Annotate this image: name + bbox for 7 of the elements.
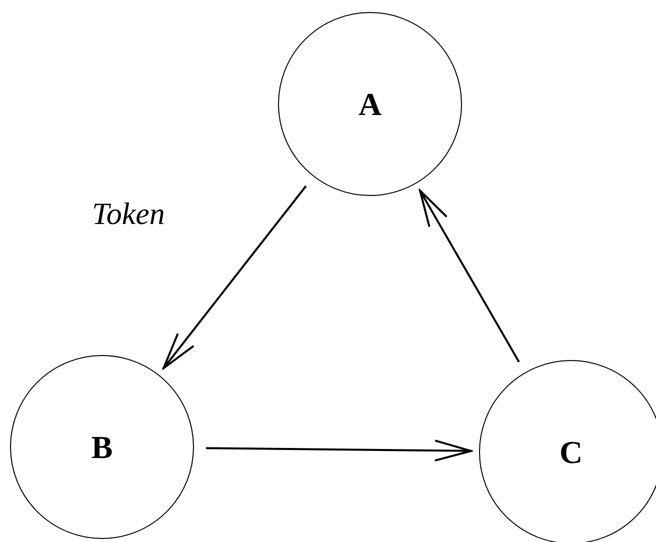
node-label: C	[559, 434, 583, 470]
edge-label: Token	[92, 196, 165, 232]
arrow	[206, 440, 472, 462]
node-label: A	[358, 86, 382, 122]
node-label: B	[91, 428, 113, 466]
arrow	[162, 185, 307, 370]
arrow	[419, 190, 520, 362]
